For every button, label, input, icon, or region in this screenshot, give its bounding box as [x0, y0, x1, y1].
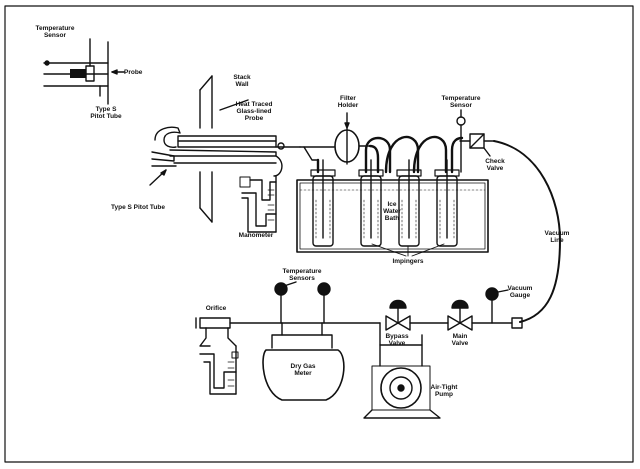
vacuum-gauge: [485, 287, 509, 324]
air-tight-pump-label: Air-Tight Pump: [430, 384, 458, 398]
vacuum-line: [493, 140, 561, 323]
temp-sensor-top-label: Temperature Sensor: [441, 95, 481, 109]
type-s-pitot-main-label: Type S Pitot Tube: [111, 204, 165, 211]
heat-traced-probe-label: Heat Traced Glass-lined Probe: [235, 101, 273, 122]
temp-sensor-probe-label: Temperature Sensor: [35, 25, 75, 39]
probe-label: Probe: [124, 69, 143, 76]
filter-holder: [299, 112, 371, 165]
air-tight-pump: [363, 322, 441, 419]
impinger-connectors: [316, 135, 464, 174]
type-s-pitot-small-label: Type S Pitot Tube: [90, 106, 122, 120]
meter-temp-sensors: [274, 281, 331, 324]
temp-sensors-meter-label: Temperature Sensors: [282, 268, 322, 282]
check-valve: [459, 133, 495, 157]
orifice-label: Orifice: [205, 305, 227, 312]
vacuum-gauge-label: Vacuum Gauge: [507, 285, 533, 299]
ice-water-bath: [296, 179, 489, 253]
dry-gas-meter: [262, 322, 345, 401]
stack-wall: [199, 75, 249, 223]
stack-wall-label: Stack Wall: [233, 74, 251, 88]
diagram-frame: [4, 5, 634, 463]
orifice-manometer: [199, 327, 239, 395]
bypass-valve: [385, 299, 449, 331]
impinger-2: [360, 159, 382, 247]
impinger-4: [436, 159, 458, 247]
manometer-label: Manometer: [238, 232, 274, 239]
impinger-label-arrows: [371, 243, 445, 257]
heated-probe-assembly: [149, 126, 301, 186]
probe-detail-inset: [43, 38, 125, 105]
main-valve-label: Main Valve: [451, 333, 469, 347]
impingers-label: Impingers: [392, 258, 424, 265]
manometer: [239, 155, 283, 233]
filter-holder-label: Filter Holder: [337, 95, 359, 109]
main-valve: [447, 299, 523, 331]
outlet-temp-sensor: [456, 109, 466, 173]
bypass-valve-label: Bypass Valve: [385, 333, 409, 347]
dry-gas-meter-label: Dry Gas Meter: [290, 363, 316, 377]
impinger-caps: [310, 169, 460, 177]
impinger-1: [312, 159, 334, 247]
orifice: [195, 317, 381, 329]
check-valve-label: Check Valve: [485, 158, 505, 172]
ice-water-bath-label: Ice Water Bath: [383, 201, 401, 222]
vacuum-line-label: Vacuum Line: [544, 230, 570, 244]
